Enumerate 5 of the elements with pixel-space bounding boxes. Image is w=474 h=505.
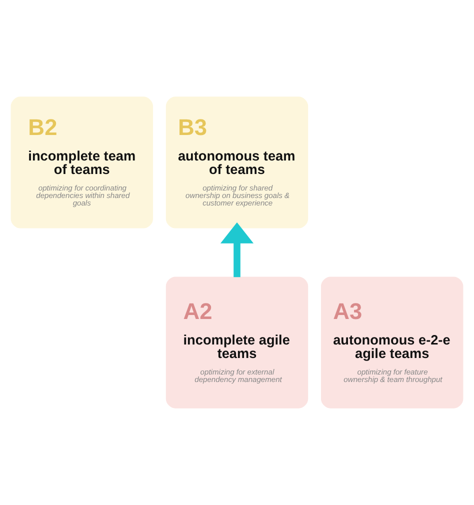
node-box: A2 incomplete agile teams optimizing for external dependency management xyxy=(166,276,308,408)
node-box: B3 autonomous team of teams optimizing for shared ownership on business goals & customer experience xyxy=(166,96,308,228)
arrow xyxy=(220,222,254,278)
node-box: B2 incomplete team of teams optimizing for coordinating dependencies within shared goals xyxy=(10,96,154,228)
node-box: A3 autonomous e-2-e agile teams optimizing for feature ownership & team throughput xyxy=(320,276,464,408)
